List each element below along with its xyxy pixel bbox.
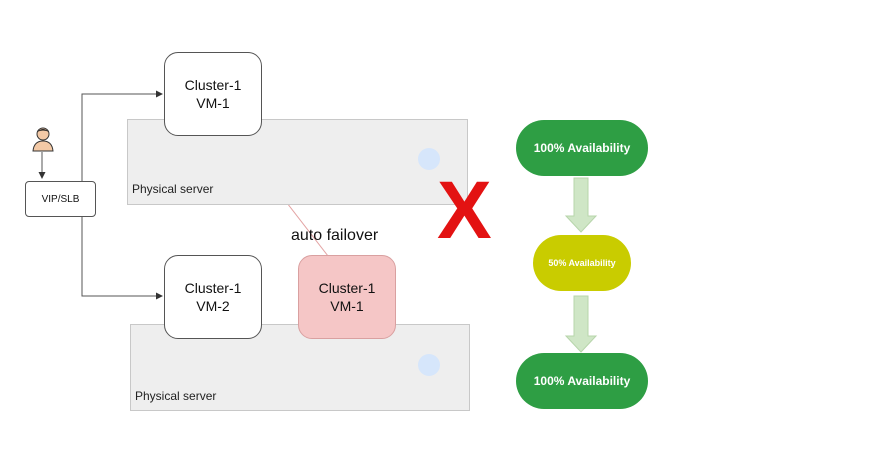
user-icon xyxy=(32,127,54,152)
failure-x-icon: X xyxy=(437,165,492,256)
vm-id: VM-2 xyxy=(196,298,230,314)
vm-id: VM-1 xyxy=(330,298,364,314)
availability-state-1: 100% Availability xyxy=(516,120,648,176)
availability-arrow-down-1 xyxy=(564,177,598,233)
availability-state-3: 100% Availability xyxy=(516,353,648,409)
vm-card-cluster1-vm2[interactable]: Cluster-1 VM-2 xyxy=(164,255,262,339)
physical-server-2-label: Physical server xyxy=(135,389,217,403)
availability-arrow-down-2 xyxy=(564,295,598,353)
vm-card-failover-vm1[interactable]: Cluster-1 VM-1 xyxy=(298,255,396,339)
physical-server-1-label: Physical server xyxy=(132,182,214,196)
availability-label: 50% Availability xyxy=(548,258,616,268)
auto-failover-label: auto failover xyxy=(291,227,379,244)
vm-name: Cluster-1 xyxy=(318,280,376,296)
vip-to-vm2-arrow xyxy=(81,217,163,300)
server-2-indicator-dot xyxy=(418,354,440,376)
vip-slb-label: VIP/SLB xyxy=(41,193,80,205)
vm-name: Cluster-1 xyxy=(184,77,242,93)
vm-card-cluster1-vm1[interactable]: Cluster-1 VM-1 xyxy=(164,52,262,136)
vip-slb-box[interactable]: VIP/SLB xyxy=(25,181,96,217)
availability-label: 100% Availability xyxy=(533,374,631,388)
vm-name: Cluster-1 xyxy=(184,280,242,296)
availability-label: 100% Availability xyxy=(533,141,631,155)
vip-to-vm1-arrow xyxy=(81,90,163,184)
server-1-indicator-dot xyxy=(418,148,440,170)
availability-state-2: 50% Availability xyxy=(533,235,631,291)
vm-id: VM-1 xyxy=(196,95,230,111)
